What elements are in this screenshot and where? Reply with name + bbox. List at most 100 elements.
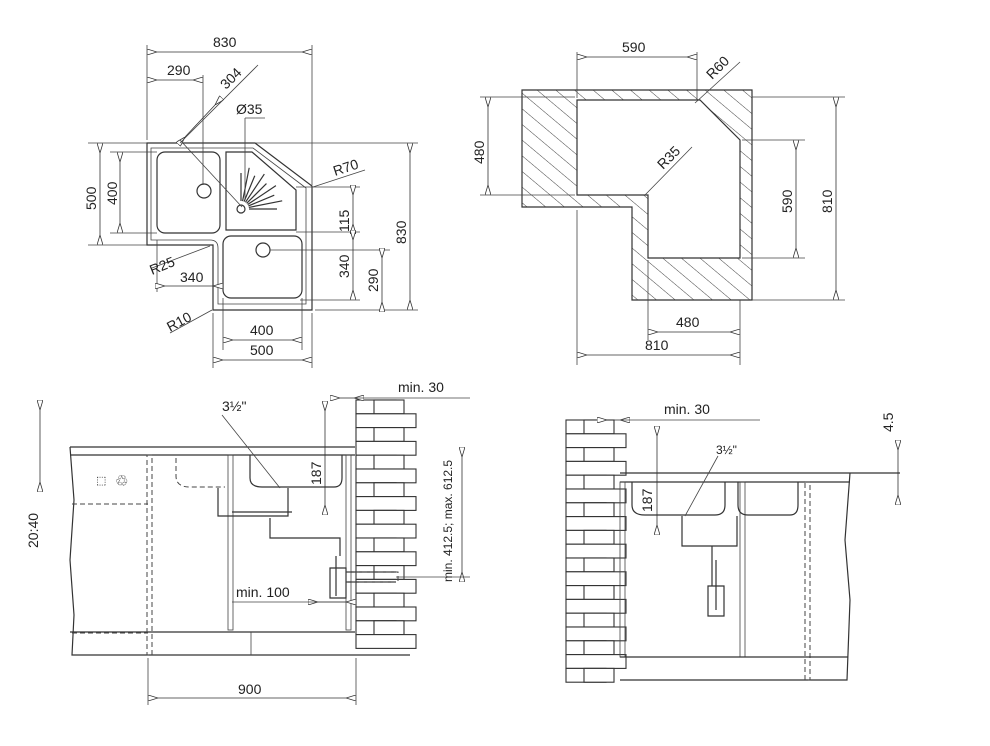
brick: [565, 460, 627, 476]
brick-wall-right: [565, 419, 627, 683]
label-rim: 4.5: [880, 412, 896, 432]
brick: [565, 626, 627, 642]
brick: [355, 606, 417, 622]
label-r70: R70: [331, 156, 361, 179]
brick: [583, 640, 615, 656]
label-290: 290: [167, 62, 191, 78]
worktop: [69, 446, 410, 656]
section-left: ♲ ⬚ min. 30 3½" 187 20:40 min. 412.5; ma…: [25, 379, 470, 705]
drainer-groove: [246, 183, 267, 204]
brick: [355, 440, 417, 456]
cutout-extension-lines: [480, 52, 845, 365]
label-500-left: 500: [83, 186, 99, 210]
brick: [355, 413, 417, 429]
brick: [565, 571, 627, 587]
section-right: min. 30 4.5 3½" 187: [565, 401, 900, 683]
label-340-bottom: 340: [180, 269, 204, 285]
label-304: 304: [217, 64, 245, 92]
brick: [583, 585, 615, 600]
brick: [583, 419, 615, 435]
label-r10: R10: [164, 308, 194, 334]
brick: [565, 516, 627, 531]
brick: [355, 468, 417, 484]
dim-304: [185, 105, 215, 137]
drainer-groove: [248, 200, 283, 209]
leader-r60: [694, 61, 741, 104]
worktop-right: [620, 472, 900, 681]
plan-view: 830 290 304 Ø35 R70 500 400 830 115 340 …: [83, 34, 418, 368]
label-400-left: 400: [104, 181, 120, 205]
label-830-width: 830: [213, 34, 237, 50]
bottom-bowl: [222, 235, 303, 299]
brick: [373, 482, 405, 498]
label-worktop: 20:40: [25, 513, 41, 548]
cabinet-side-right-b: [739, 481, 746, 658]
left-bowl-hidden: [175, 458, 225, 488]
sink-outline: [146, 142, 313, 311]
label-480-left: 480: [471, 140, 487, 164]
label-400-bottom: 400: [250, 322, 274, 338]
brick: [355, 634, 417, 649]
label-outlet-height: min. 412.5; max. 612.5: [441, 460, 455, 582]
brick-wall-left: [355, 399, 417, 649]
label-830-height: 830: [393, 220, 409, 244]
brick: [355, 551, 417, 567]
brick: [583, 667, 615, 683]
brick: [373, 592, 405, 608]
label-115: 115: [336, 209, 352, 232]
label-480-bottom: 480: [676, 314, 700, 330]
brick: [373, 537, 405, 553]
brick: [583, 474, 615, 490]
drainer-grooves: [240, 167, 283, 210]
brick: [355, 496, 417, 511]
bin-icon: ⬚: [96, 475, 106, 487]
label-590-right: 590: [779, 189, 795, 213]
brick: [583, 612, 615, 628]
drainer-groove: [241, 167, 250, 202]
right-bowls-section: [631, 482, 799, 516]
brick: [565, 433, 627, 449]
brick: [355, 523, 417, 539]
leader-r10: [169, 309, 213, 334]
label-r60: R60: [703, 52, 733, 82]
label-340-right: 340: [336, 254, 352, 278]
brick: [583, 529, 615, 545]
label-diameter: Ø35: [236, 101, 263, 117]
drainer-board: [225, 151, 297, 231]
brick: [565, 598, 627, 614]
brick: [373, 427, 405, 442]
label-900: 900: [238, 681, 262, 697]
label-waste-right: 3½": [716, 443, 737, 457]
brick: [565, 488, 627, 504]
label-290-right: 290: [365, 268, 381, 292]
leader-diameter: [244, 117, 265, 200]
brick: [583, 447, 615, 462]
brick: [565, 543, 627, 559]
brick: [583, 557, 615, 573]
cutout-view: 590 R60 480 R35 590 810 480 810: [471, 39, 845, 365]
dim-304-ext: [179, 64, 259, 144]
drainer-drain: [236, 204, 246, 214]
brick: [373, 620, 405, 636]
label-min100: min. 100: [236, 584, 290, 600]
label-waste-left: 3½": [222, 398, 246, 414]
brick: [373, 399, 405, 415]
label-810-right: 810: [819, 189, 835, 213]
label-810-bottom: 810: [645, 337, 669, 353]
bottom-drain: [255, 242, 271, 258]
leader-waste-left: [221, 414, 281, 489]
diagonal-line: [179, 139, 243, 208]
sink-inner-rim: [150, 147, 307, 305]
cutout-opening: [576, 99, 741, 259]
left-drain: [196, 183, 212, 199]
label-min30-left: min. 30: [398, 379, 444, 395]
brick: [373, 509, 405, 525]
drainer-groove: [247, 185, 277, 206]
cabinet-side-right: [345, 454, 352, 631]
leader-r25: [151, 245, 211, 269]
leader-r35: [644, 146, 693, 196]
label-r25: R25: [147, 253, 177, 278]
label-187-right: 187: [639, 488, 655, 512]
side-panel-dashed: [146, 454, 153, 656]
